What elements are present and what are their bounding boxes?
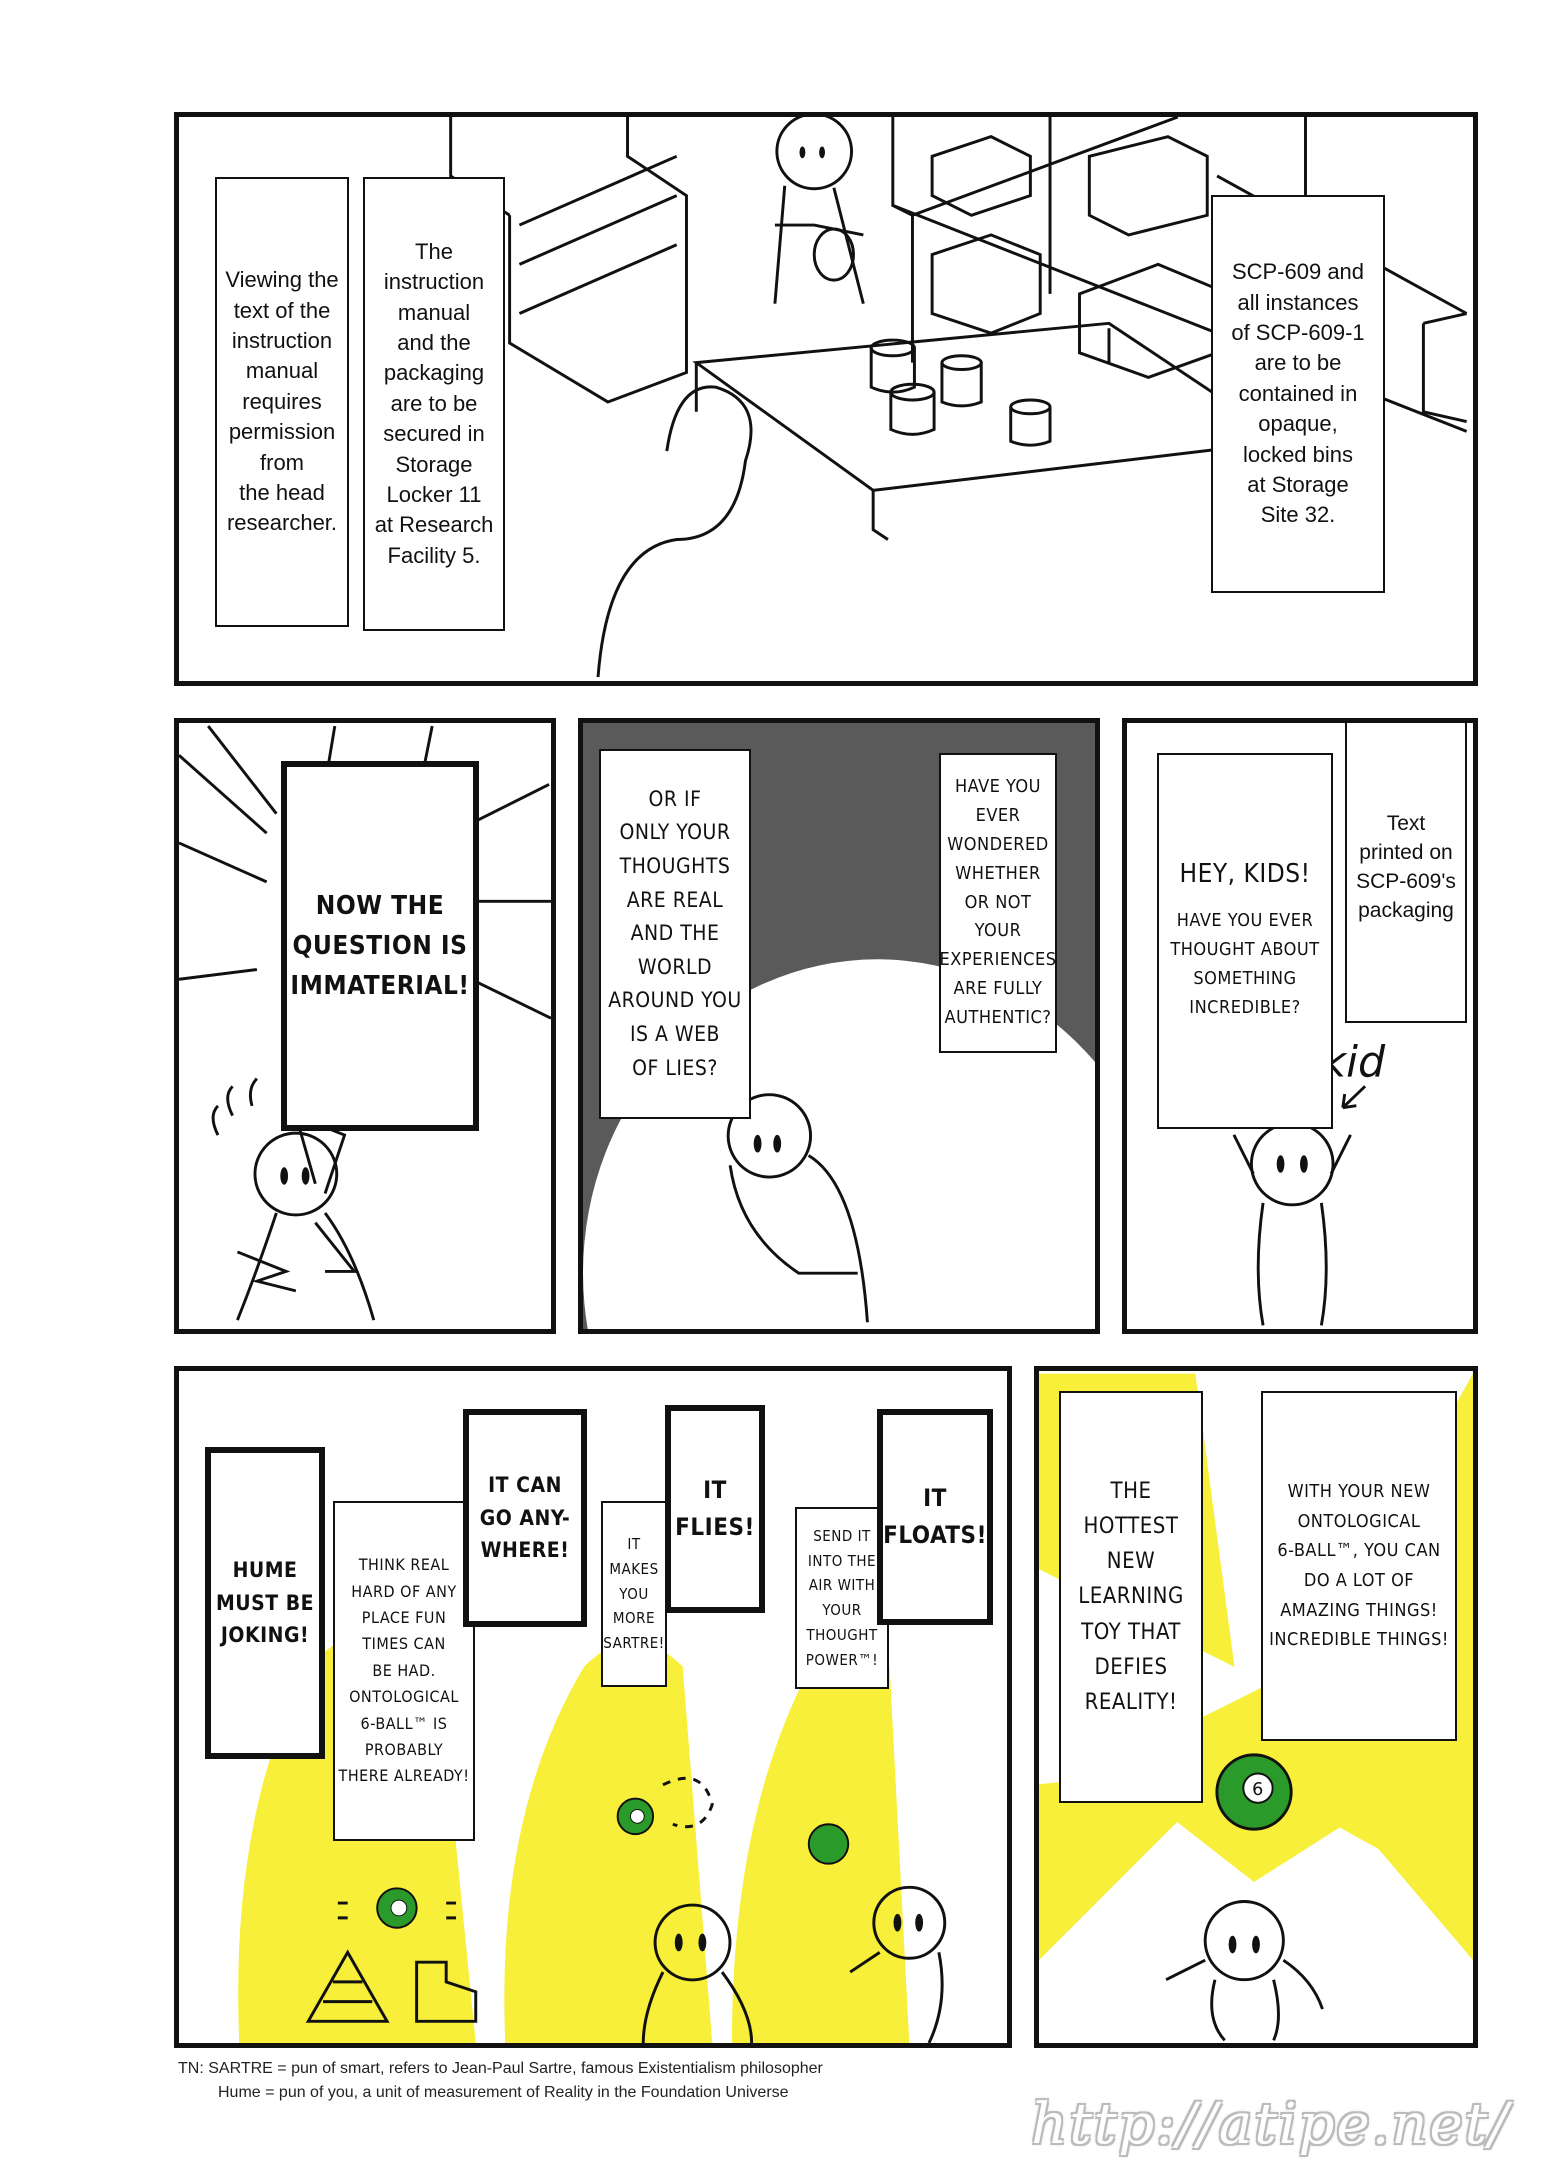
caption-makes-you-sartre: IT MAKES YOU MORE SARTRE! bbox=[601, 1501, 667, 1687]
caption-it-can-go-anywhere: IT CAN GO ANY- WHERE! bbox=[463, 1409, 587, 1627]
caption-ontological-6ball: WITH YOUR NEW ONTOLOGICAL 6-BALL™, YOU C… bbox=[1261, 1391, 1457, 1741]
panel-it-flies: HUME MUST BE JOKING! THINK REAL HARD OF … bbox=[174, 1366, 1012, 2048]
ball-number: 6 bbox=[1252, 1780, 1263, 1800]
caption-web-of-lies: OR IF ONLY YOUR THOUGHTS ARE REAL AND TH… bbox=[599, 749, 751, 1119]
caption-manual-storage: The instruction manual and the packaging… bbox=[363, 177, 505, 631]
caption-hey-kids: HEY, KIDS! HAVE YOU EVER THOUGHT ABOUT S… bbox=[1157, 753, 1333, 1129]
hey-kids-title: HEY, KIDS! bbox=[1179, 859, 1311, 890]
caption-hottest-toy: THE HOTTEST NEW LEARNING TOY THAT DEFIES… bbox=[1059, 1391, 1203, 1803]
panel-web-of-lies: OR IF ONLY YOUR THOUGHTS ARE REAL AND TH… bbox=[578, 718, 1100, 1334]
caption-it-flies: IT FLIES! bbox=[665, 1405, 765, 1613]
translator-note-hume: Hume = pun of you, a unit of measurement… bbox=[218, 2084, 789, 2101]
panel-hey-kids: kid HEY, KIDS! HAVE YOU EVER THOUGHT ABO… bbox=[1122, 718, 1478, 1334]
surprised-character-illustration bbox=[179, 725, 551, 1321]
panel-hottest-toy: 6 THE HOTTEST NEW LEARNING TOY THAT DEFI… bbox=[1034, 1366, 1478, 2048]
panel-storage-room: Viewing the text of the instruction manu… bbox=[174, 112, 1478, 686]
caption-experiences: HAVE YOU EVER WONDERED WHETHER OR NOT YO… bbox=[939, 753, 1057, 1053]
watermark: http://atipe.net/ bbox=[1031, 2092, 1510, 2157]
caption-hume-joking: HUME MUST BE JOKING! bbox=[205, 1447, 325, 1759]
caption-now-the-question: NOW THE QUESTION IS IMMATERIAL! bbox=[281, 761, 479, 1131]
caption-send-into-air: SEND IT INTO THE AIR WITH YOUR THOUGHT P… bbox=[795, 1507, 889, 1689]
caption-scp-containment: SCP-609 and all instances of SCP-609-1 a… bbox=[1211, 195, 1385, 593]
caption-manual-permission: Viewing the text of the instruction manu… bbox=[215, 177, 349, 627]
hey-kids-body: HAVE YOU EVER THOUGHT ABOUT SOMETHING IN… bbox=[1170, 910, 1320, 1018]
caption-packaging-note: Text printed on SCP-609's packaging bbox=[1345, 723, 1467, 1023]
translator-note-sartre: TN: SARTRE = pun of smart, refers to Jea… bbox=[178, 2060, 823, 2077]
panel-immaterial: NOW THE QUESTION IS IMMATERIAL! bbox=[174, 718, 556, 1334]
caption-it-floats: IT FLOATS! bbox=[877, 1409, 993, 1625]
caption-think-real-hard: THINK REAL HARD OF ANY PLACE FUN TIMES C… bbox=[333, 1501, 475, 1841]
